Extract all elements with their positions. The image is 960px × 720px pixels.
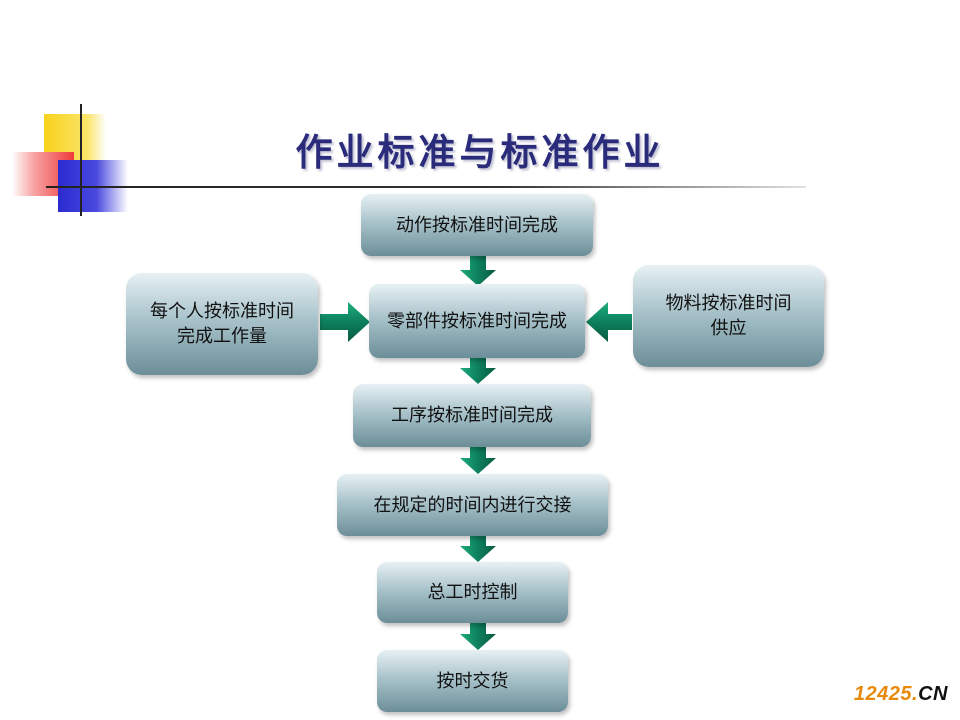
flow-input-material-line1: 物料按标准时间	[665, 293, 792, 314]
watermark-number: 12425	[853, 683, 913, 705]
flow-step-parts: 零部件按标准时间完成	[369, 284, 585, 358]
flow-input-material-line2: 供应	[710, 318, 747, 339]
flow-input-workload-line2: 完成工作量	[177, 326, 267, 347]
arrow-left-right-input	[586, 302, 632, 342]
arrow-right-left-input	[320, 302, 370, 342]
arrow-down-1-2	[460, 256, 496, 286]
flow-step-motion: 动作按标准时间完成	[361, 194, 593, 256]
flow-input-material: 物料按标准时间 供应	[633, 265, 824, 367]
flow-step-parts-label: 零部件按标准时间完成	[387, 310, 567, 332]
flow-step-total-hours-label: 总工时控制	[427, 582, 518, 603]
flow-input-workload-line1: 每个人按标准时间	[150, 301, 294, 322]
flow-input-workload: 每个人按标准时间 完成工作量	[126, 273, 318, 375]
watermark-suffix: CN	[918, 683, 948, 705]
decor-vertical-line	[80, 104, 82, 216]
arrow-down-3-4	[460, 447, 496, 474]
flow-step-delivery: 按时交货	[377, 650, 568, 712]
title-underline	[46, 186, 806, 188]
flow-step-process: 工序按标准时间完成	[353, 384, 591, 447]
watermark-dot: .	[912, 683, 919, 705]
flow-step-total-hours: 总工时控制	[377, 562, 568, 623]
flow-step-motion-label: 动作按标准时间完成	[396, 214, 558, 236]
slide-title: 作业标准与标准作业	[295, 131, 665, 174]
arrow-down-4-5	[460, 536, 496, 562]
flow-step-delivery-label: 按时交货	[436, 670, 509, 692]
flow-step-handover-label: 在规定的时间内进行交接	[373, 494, 572, 516]
arrow-down-5-6	[460, 623, 496, 650]
arrow-down-2-3	[460, 357, 496, 384]
flow-step-handover: 在规定的时间内进行交接	[337, 474, 608, 536]
site-watermark: 12425.CN	[854, 683, 948, 706]
flow-step-process-label: 工序按标准时间完成	[391, 405, 553, 426]
